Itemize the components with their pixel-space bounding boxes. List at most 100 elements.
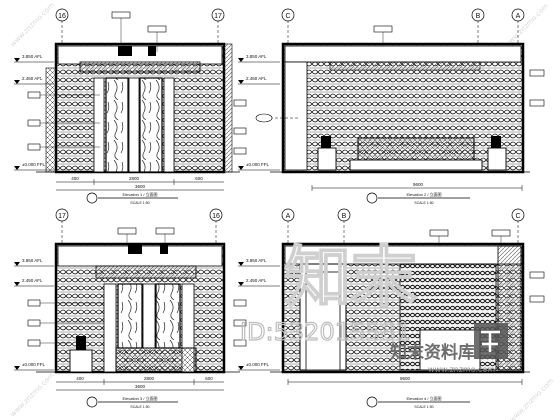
panel-1-level-top: 3.850 AFL xyxy=(22,54,43,59)
panel-4-axis-bubble-1 xyxy=(281,208,295,222)
panel-3-side-table xyxy=(69,349,93,373)
panel-4-dimensions: 9600 xyxy=(287,376,523,385)
corner-watermark-top-left: www.znzmo.com xyxy=(9,1,56,48)
panel-4-axis-label-2: B xyxy=(342,213,347,220)
panel-3-level-markers: 3.850 AFL 2.450 AFL ±0.000 FFL xyxy=(14,258,54,371)
panel-3-total-dim: 3600 xyxy=(135,384,146,389)
watermark-brand-large: 知末 xyxy=(285,239,417,316)
panel-2-lamp-right xyxy=(491,136,501,148)
panel-4-cabinet xyxy=(419,329,481,371)
panel-3-title: Elevation 3 / 立面图 xyxy=(122,395,157,401)
panel-2-total-dim: 9600 xyxy=(413,182,424,187)
panel-2-nightstand-left xyxy=(317,147,337,171)
panel-2-level-mid: 2.450 AFL xyxy=(246,76,267,81)
panel-4-axis-bubble-3 xyxy=(511,208,525,222)
panel-2-axis-label-1: C xyxy=(285,13,290,20)
watermark-url: www.znzmo.com xyxy=(428,365,495,374)
panel-2-level-top: 3.850 AFL xyxy=(246,54,267,59)
panel-3-level-floor: ±0.000 FFL xyxy=(22,362,45,367)
panel-1-ceiling-band xyxy=(57,45,223,65)
panel-4-callouts xyxy=(233,229,545,347)
panel-4-subtitle: SCALE 1:50 xyxy=(414,405,433,409)
panel-2-level-floor: ±0.000 FFL xyxy=(246,162,269,167)
watermark-brand-small: 知末资料库 xyxy=(389,342,475,363)
panel-3-axis-bubble-left xyxy=(55,208,69,222)
panel-1-marble-right xyxy=(139,77,163,173)
panel-1-title: Elevation 1 / 立面图 xyxy=(122,191,157,197)
panel-3-marble-left xyxy=(117,283,143,349)
elevation-panel-2: C B A 3.850 AFL 2.450 AFL ±0.000 FFL xyxy=(233,8,545,205)
panel-4-level-mid: 2.450 AFL xyxy=(246,278,267,283)
panel-2-left-wall xyxy=(284,61,308,171)
panel-4-level-floor: ±0.000 FFL xyxy=(246,362,269,367)
panel-1-fixture-top xyxy=(118,46,132,56)
panel-3-fixture-top-2 xyxy=(160,244,168,254)
elevation-panel-3: 17 16 3.850 AFL 2.450 AFL ±0.000 FFL xyxy=(14,208,240,409)
panel-2-level-markers: 3.850 AFL 2.450 AFL ±0.000 FFL xyxy=(238,54,280,171)
panel-1-cornice xyxy=(79,61,201,73)
panel-1-pilaster-right xyxy=(163,77,175,173)
panel-1-pilaster-left xyxy=(93,77,105,173)
panel-2-lamp-left xyxy=(321,136,331,148)
panel-3-title-block: Elevation 3 / 立面图 SCALE 1:50 xyxy=(86,395,178,409)
panel-4-axis-label-1: A xyxy=(286,213,291,220)
panel-2-axis-bubble-3 xyxy=(511,8,525,22)
panel-2-cornice xyxy=(329,61,481,71)
panel-1-axis-bubble-left xyxy=(55,8,69,22)
panel-2-bed-base xyxy=(349,159,483,171)
panel-4-title-bubble xyxy=(366,396,378,408)
panel-2-bed-headboard xyxy=(357,137,475,163)
panel-2-axis-bubble-1 xyxy=(281,8,295,22)
panel-4-level-markers: 3.850 AFL 2.450 AFL ±0.000 FFL xyxy=(238,258,280,371)
panel-1-dim-1: 400 xyxy=(71,176,79,181)
panel-1-dim-3: 600 xyxy=(195,176,203,181)
panel-1-title-block: Elevation 1 / 立面图 SCALE 1:50 xyxy=(86,191,178,205)
panel-1-dimensions: 400 2800 600 3600 xyxy=(56,176,224,191)
watermark-logo-icon xyxy=(481,330,500,352)
panel-4-door-leaf xyxy=(305,271,341,371)
panel-3-pilaster-mid xyxy=(142,283,156,349)
panel-1-total-dim: 3600 xyxy=(135,184,146,189)
elevation-panel-1: 16 17 3.850 AFL 2.450 AFL ±0.000 FFL xyxy=(14,8,240,205)
panel-3-callouts xyxy=(27,227,175,347)
panel-1-right-jamb xyxy=(223,43,233,173)
panel-4-total-dim: 9600 xyxy=(400,376,411,381)
panel-1-title-bubble xyxy=(86,192,98,204)
panel-3-subtitle: SCALE 1:50 xyxy=(130,405,149,409)
watermark-id: ID:532015581 xyxy=(240,318,411,346)
panel-2-dimensions: 9600 xyxy=(311,182,523,191)
panel-1-marble-left xyxy=(105,77,129,173)
panel-3-dim-3: 600 xyxy=(205,376,213,381)
panel-1-level-markers: 3.850 AFL 2.450 AFL ±0.000 FFL xyxy=(14,54,54,171)
panel-1-subtitle: SCALE 1:50 xyxy=(130,201,149,205)
panel-3-level-mid: 2.450 AFL xyxy=(22,278,43,283)
panel-3-dim-1: 400 xyxy=(76,376,84,381)
panel-3-axis-label-right: 16 xyxy=(212,213,220,220)
panel-3-cornice xyxy=(95,265,197,279)
panel-1-left-jamb xyxy=(45,67,57,173)
panel-2-callouts xyxy=(233,25,545,155)
panel-3-level-top: 3.850 AFL xyxy=(22,258,43,263)
panel-3-dimensions: 400 2800 600 3600 xyxy=(56,376,224,391)
panel-3-pilaster-left xyxy=(103,283,117,373)
panel-1-fixture-top-2 xyxy=(148,46,156,56)
panel-3-title-bubble xyxy=(86,396,98,408)
panel-2-axis-bubble-2 xyxy=(471,8,485,22)
panel-3-dim-2: 2800 xyxy=(144,376,155,381)
panel-4-level-top: 3.850 AFL xyxy=(246,258,267,263)
panel-4-axis-bubble-2 xyxy=(337,208,351,222)
panel-1-callouts xyxy=(27,11,167,151)
panel-2-title-block: Elevation 2 / 立面图 SCALE 1:50 xyxy=(366,191,470,205)
corner-watermark-bottom-right: www.znzmo.com xyxy=(508,377,555,420)
panel-3-axis-bubble-right xyxy=(209,208,223,222)
panel-3-marble-right xyxy=(155,283,181,349)
panel-4-title-block: Elevation 4 / 立面图 SCALE 1:50 xyxy=(366,395,470,409)
panel-1-axis-label-left: 16 xyxy=(58,13,66,20)
panel-1-axis-bubble-right xyxy=(211,8,225,22)
panel-1-level-mid: 2.450 AFL xyxy=(22,76,43,81)
panel-1-level-floor: ±0.000 FFL xyxy=(22,162,45,167)
panel-2-nightstand-right xyxy=(487,147,507,171)
panel-2-subtitle: SCALE 1:50 xyxy=(414,201,433,205)
panel-4-title: Elevation 4 / 立面图 xyxy=(406,395,441,401)
